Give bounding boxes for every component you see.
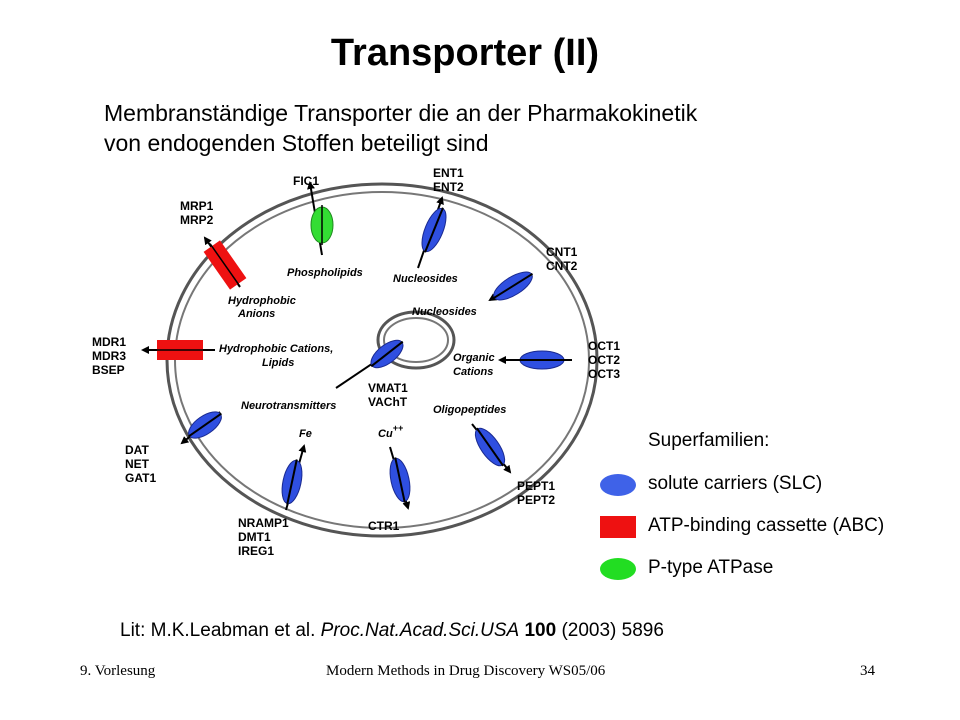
transporter-ctr1 [389,457,411,503]
footer-right: 34 [860,663,875,679]
substrate-nucleosides-inner: Nucleosides [412,306,477,318]
pept-core-line [475,427,505,467]
transporter-fic1 [310,205,334,245]
transporter-oct [519,350,565,370]
substrate-oligopeptides: Oligopeptides [433,404,506,416]
transporter-mrp [203,240,247,290]
transporter-ent [421,207,447,253]
substrate-phospholipids: Phospholipids [287,267,363,279]
subtitle-line-1: Membranständige Transporter die an der P… [104,100,698,126]
subtitle-line-2: von endogenden Stoffen beteiligt sind [104,130,489,156]
citation-volume: 100 [524,620,557,641]
dat-core-line [188,412,222,438]
citation-prefix: Lit: M.K.Leabman et al. [120,620,321,641]
transporter-mdr [154,340,206,360]
vesicle-outer [376,310,456,370]
label-ctr1: CTR1 [368,519,400,533]
legend-label-atpase: P-type ATPase [648,557,774,578]
citation-journal: Proc.Nat.Acad.Sci.USA [320,620,520,641]
footer-left: 9. Vorlesung [80,663,156,679]
legend-title: Superfamilien: [648,430,770,451]
legend-swatch-slc [600,474,636,496]
legend-label-slc: solute carriers (SLC) [648,473,823,494]
substrate-fe: Fe [299,428,312,440]
mrp-core-line [209,243,241,287]
slide-title: Transporter (II) [330,32,600,74]
nramp-core-line [286,459,298,505]
ent-core-line [424,207,444,253]
substrate-cu: Cu++ [378,423,404,440]
cnt-core-line [492,272,534,300]
vesicle-inner [383,317,449,363]
transporter-pept [474,427,506,467]
legend-swatch-atpase [600,558,636,580]
transporter-cnt [492,271,534,301]
legend-label-abc: ATP-binding cassette (ABC) [648,515,885,536]
transporter-dat [188,411,222,439]
literature-citation: Lit: M.K.Leabman et al. Proc.Nat.Acad.Sc… [120,620,664,642]
ctr1-core-line [394,457,406,503]
substrate-neurotransmitters: Neurotransmitters [241,400,336,412]
legend-swatch-abc [600,516,636,538]
transporter-nramp [281,459,303,505]
citation-rest: (2003) 5896 [556,620,664,641]
transporter-vmat [370,339,404,369]
substrate-nucleosides-outer: Nucleosides [393,273,458,285]
vmat-core-line [370,340,404,368]
footer-center: Modern Methods in Drug Discovery WS05/06 [326,663,606,679]
label-fic1: FIC1 [293,174,319,188]
slc-transporters [188,207,565,505]
slide-subtitle: Membranständige Transporter die an der P… [104,98,697,158]
substrate-labels: Phospholipids Nucleosides Nucleosides Hy… [219,267,506,440]
substrate-hydrophobic-cations: Hydrophobic Cations,Lipids [219,343,333,369]
